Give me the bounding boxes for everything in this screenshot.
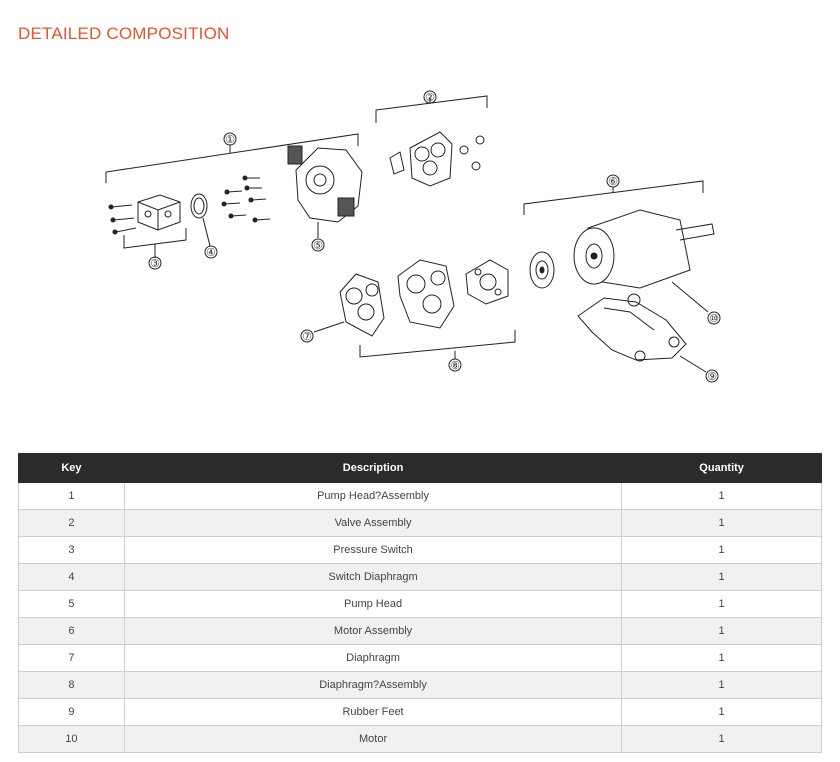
diaphragm-assembly-part <box>397 259 509 329</box>
cell-key: 8 <box>18 671 125 699</box>
cell-description: Motor <box>123 725 623 753</box>
callout-6: ⑥ <box>608 176 618 188</box>
column-header-quantity: Quantity <box>621 453 822 483</box>
cell-description: Motor Assembly <box>123 617 623 645</box>
rubber-feet-part <box>577 293 707 373</box>
cell-key: 5 <box>18 590 125 618</box>
cell-quantity: 1 <box>621 482 822 510</box>
bracket-8 <box>359 330 516 359</box>
motor-part <box>573 209 715 313</box>
callout-5: ⑤ <box>313 240 323 252</box>
parts-table: Key Description Quantity 1 Pump Head?Ass… <box>18 453 822 753</box>
cell-key: 6 <box>18 617 125 645</box>
valve-assembly-part <box>389 131 485 187</box>
callout-7: ⑦ <box>302 331 312 343</box>
callout-3: ③ <box>150 258 160 270</box>
cell-quantity: 1 <box>621 725 822 753</box>
pressure-switch-part <box>108 194 181 235</box>
cell-quantity: 1 <box>621 644 822 672</box>
diaphragm-part <box>313 273 385 337</box>
cell-description: Pump Head?Assembly <box>123 482 623 510</box>
page-heading: DETAILED COMPOSITION <box>18 24 230 43</box>
cell-description: Switch Diaphragm <box>123 563 623 591</box>
cell-description: Pump Head <box>123 590 623 618</box>
cell-quantity: 1 <box>621 671 822 699</box>
screws-part <box>221 175 271 223</box>
callout-10: ⑩ <box>709 313 719 325</box>
cell-description: Pressure Switch <box>123 536 623 564</box>
cell-key: 10 <box>18 725 125 753</box>
column-header-description: Description <box>123 453 623 483</box>
cell-description: Diaphragm?Assembly <box>123 671 623 699</box>
bracket-6 <box>523 180 704 215</box>
cell-quantity: 1 <box>621 617 822 645</box>
exploded-pump-diagram: ① ② ⑥ ⑧ ③ <box>0 60 840 420</box>
table-row: 5 Pump Head 1 <box>18 590 822 618</box>
cell-key: 2 <box>18 509 125 537</box>
callout-9: ⑨ <box>707 371 717 383</box>
bracket-1 <box>105 133 359 183</box>
table-row: 9 Rubber Feet 1 <box>18 698 822 726</box>
table-row: 2 Valve Assembly 1 <box>18 509 822 537</box>
cell-key: 7 <box>18 644 125 672</box>
column-header-key: Key <box>18 453 125 483</box>
table-row: 7 Diaphragm 1 <box>18 644 822 672</box>
cell-description: Diaphragm <box>123 644 623 672</box>
cell-key: 3 <box>18 536 125 564</box>
table-row: 8 Diaphragm?Assembly 1 <box>18 671 822 699</box>
cell-quantity: 1 <box>621 563 822 591</box>
table-row: 6 Motor Assembly 1 <box>18 617 822 645</box>
cell-description: Rubber Feet <box>123 698 623 726</box>
table-row: 10 Motor 1 <box>18 725 822 753</box>
callout-4: ④ <box>206 247 216 259</box>
callout-1: ① <box>225 134 235 146</box>
cell-key: 4 <box>18 563 125 591</box>
cell-key: 9 <box>18 698 125 726</box>
pump-head-part <box>287 145 363 238</box>
switch-diaphragm-part <box>190 193 211 247</box>
cell-quantity: 1 <box>621 590 822 618</box>
bracket-3 <box>123 228 187 258</box>
table-row: 4 Switch Diaphragm 1 <box>18 563 822 591</box>
cell-quantity: 1 <box>621 509 822 537</box>
table-row: 3 Pressure Switch 1 <box>18 536 822 564</box>
cell-quantity: 1 <box>621 698 822 726</box>
table-header-row: Key Description Quantity <box>18 453 822 483</box>
callout-2: ② <box>425 92 435 104</box>
cell-key: 1 <box>18 482 125 510</box>
table-row: 1 Pump Head?Assembly 1 <box>18 482 822 510</box>
cell-quantity: 1 <box>621 536 822 564</box>
cell-description: Valve Assembly <box>123 509 623 537</box>
callout-8: ⑧ <box>450 360 460 372</box>
bearing-part <box>529 251 555 289</box>
